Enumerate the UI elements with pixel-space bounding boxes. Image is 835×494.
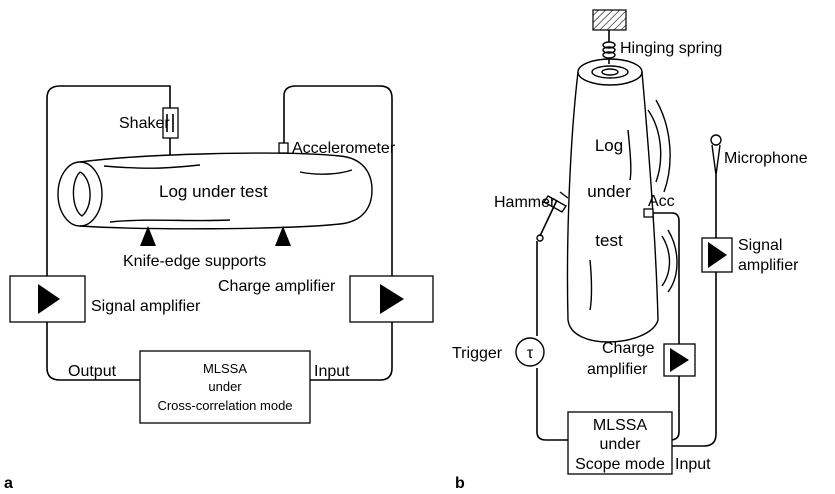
wire-a-top-left <box>46 85 171 276</box>
accelerometer-label: Accelerometer <box>292 140 396 157</box>
trigger-symbol: τ <box>527 345 534 362</box>
signal-amplifier-a-label: Signal amplifier <box>91 298 201 315</box>
vibration-arcs-bottom <box>661 235 671 287</box>
trigger-label: Trigger <box>452 345 503 362</box>
wire-acc-charge <box>653 212 680 362</box>
hinging-spring-label: Hinging spring <box>620 40 722 57</box>
acc-label: Acc <box>648 193 675 210</box>
input-a-label: Input <box>314 363 350 380</box>
log-a-end <box>57 161 103 227</box>
vibration-arcs-top <box>647 109 662 183</box>
log-a-body <box>79 152 373 230</box>
mlssa-b-line2: under <box>600 436 642 453</box>
microphone-icon <box>710 134 722 146</box>
knife-edge-right <box>275 226 291 246</box>
wire-trigger-mlssa <box>536 368 568 441</box>
mlssa-a-line2: under <box>208 379 242 394</box>
log-b-line3: test <box>595 231 623 250</box>
acc-icon <box>643 208 654 218</box>
charge-amplifier-b-line2: amplifier <box>587 361 648 378</box>
output-label: Output <box>68 363 117 380</box>
wire-a-bottom-left <box>46 322 140 381</box>
charge-amplifier-b-line1: Charge <box>602 340 655 357</box>
signal-amplifier-b-line2: amplifier <box>738 257 799 274</box>
hammer-label: Hammer <box>494 194 556 211</box>
supports-label: Knife-edge supports <box>123 253 266 270</box>
log-b-body <box>566 71 659 343</box>
wire-a-top-right <box>283 85 393 276</box>
trigger-icon <box>515 337 545 367</box>
log-b-top <box>577 58 643 86</box>
mlssa-b-line1: MLSSA <box>593 417 648 434</box>
panel-a-label: a <box>4 475 13 492</box>
spring-icon <box>602 41 616 59</box>
knife-edge-left <box>140 226 156 246</box>
signal-amplifier-a <box>9 275 86 323</box>
accelerometer-icon <box>278 142 289 154</box>
microphone-label: Microphone <box>724 150 808 167</box>
mlssa-a-box <box>139 350 311 424</box>
panel-b: Hinging spring Log under test Acc Microp… <box>452 9 808 492</box>
panel-b-label: b <box>455 475 465 492</box>
log-b-line1: Log <box>595 136 623 155</box>
log-b-line2: under <box>587 182 631 201</box>
wire-a-bottom-right <box>310 322 393 381</box>
signal-amplifier-b-line1: Signal <box>738 237 782 254</box>
log-a-label: Log under test <box>159 182 268 201</box>
input-b-label: Input <box>675 456 711 473</box>
mlssa-b-box <box>567 411 673 475</box>
mlssa-a-line3: Cross-correlation mode <box>157 398 292 413</box>
mlssa-a-line1: MLSSA <box>203 361 247 376</box>
wire-amp-mlssa <box>640 272 717 447</box>
ceiling-mount <box>592 9 627 31</box>
charge-amplifier-a-label: Charge amplifier <box>218 278 336 295</box>
hammer-icon <box>536 191 569 242</box>
mlssa-b-line3: Scope mode <box>575 456 665 473</box>
shaker-label: Shaker <box>119 115 170 132</box>
panel-a: Shaker Accelerometer Log under test Knif… <box>4 85 434 492</box>
